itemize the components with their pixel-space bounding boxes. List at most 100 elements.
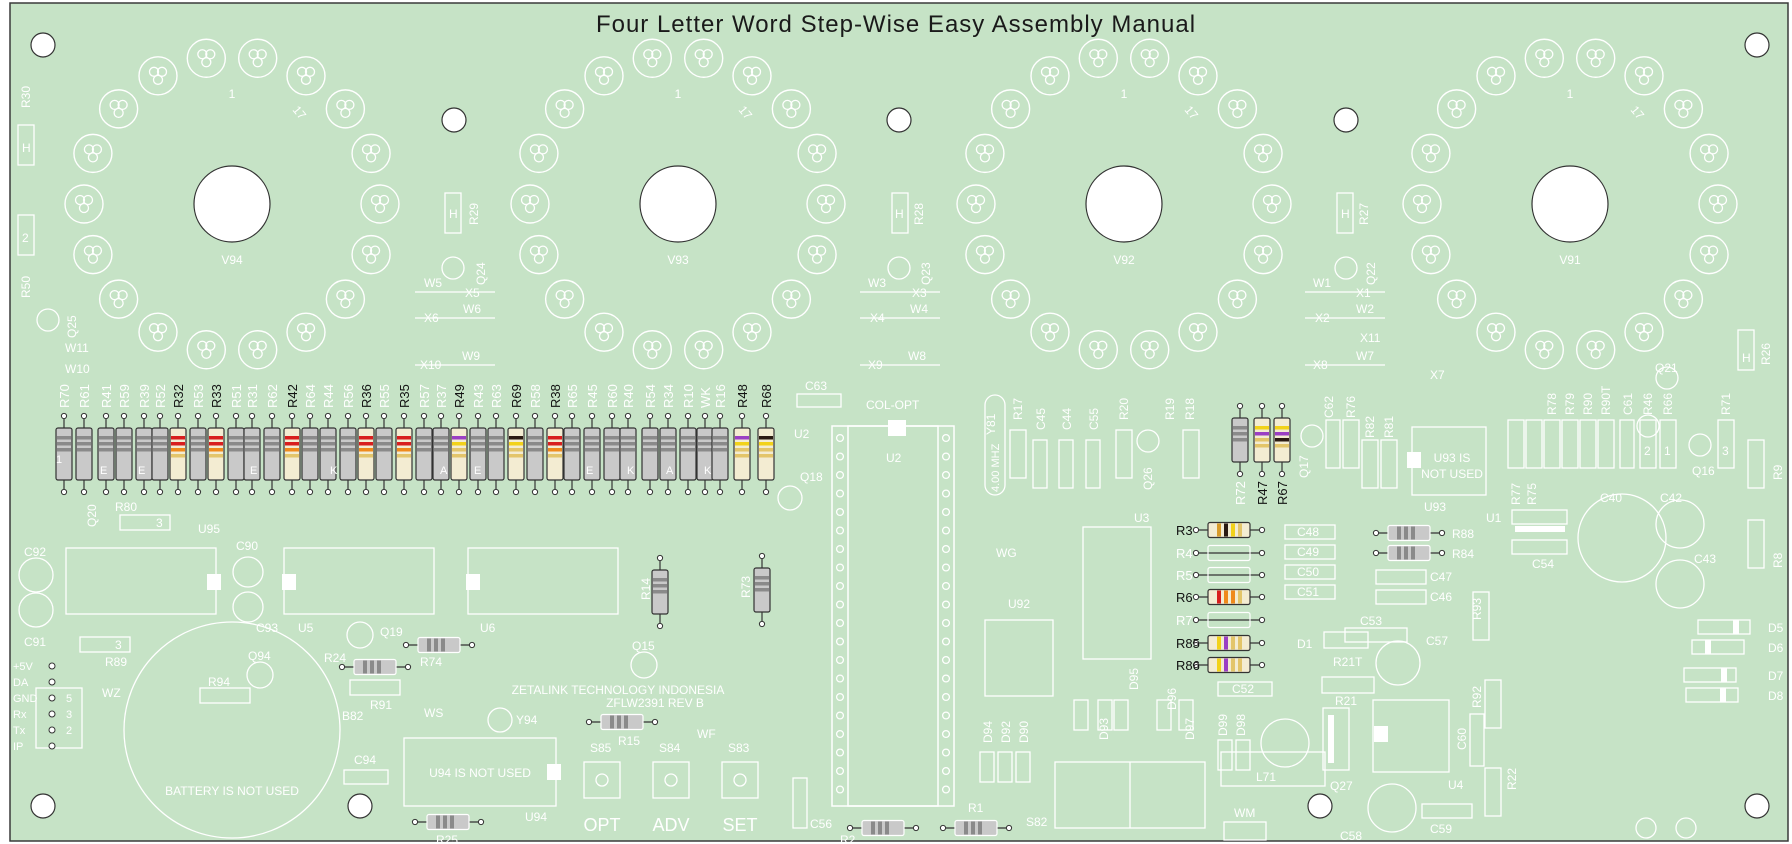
resistor-pad xyxy=(1258,616,1266,624)
tube-pin xyxy=(98,279,139,319)
resistor-r14 xyxy=(651,554,669,630)
ic-u2-pin xyxy=(941,785,951,794)
label-u3: U3 xyxy=(1134,511,1150,525)
resistor-body xyxy=(1207,588,1251,606)
tube-pin-hole xyxy=(746,74,758,85)
resistor-band xyxy=(77,448,91,452)
tube-pin xyxy=(286,56,326,96)
label-c92: C92 xyxy=(24,545,46,559)
tube-driver-labels: R30 R50 H 2 Q25 W11 W10 R29 H Q24 W5 X5 … xyxy=(19,86,1773,382)
label-d99: D99 xyxy=(1216,714,1230,736)
resistor-band xyxy=(153,448,167,452)
tube-pin xyxy=(1243,133,1283,174)
tube-pin-hole xyxy=(1674,99,1685,111)
tube-pin xyxy=(360,184,400,224)
label-r29: R29 xyxy=(467,203,481,225)
label-r61: R61 xyxy=(77,384,92,408)
tube-pin xyxy=(797,133,837,174)
resistor-band xyxy=(370,660,374,674)
resistor-r47 xyxy=(1253,402,1271,478)
tube-pin-ring xyxy=(1217,279,1258,319)
tube-pin-hole xyxy=(1228,99,1239,111)
ic-u2-pin xyxy=(835,637,845,646)
resistor-pad xyxy=(362,488,370,496)
tube-pin-hole xyxy=(698,57,709,68)
resistor-r55 xyxy=(375,412,393,496)
mounting-hole xyxy=(1744,32,1770,58)
tube-pin-hole xyxy=(1638,331,1650,342)
tube-pin-hole xyxy=(750,66,762,77)
tube-pin xyxy=(73,133,113,174)
tube-pin-ring xyxy=(1078,330,1119,370)
label-y81: Y81 xyxy=(984,413,998,435)
tube-pin-ring xyxy=(237,38,278,78)
label-c59: C59 xyxy=(1430,822,1452,836)
label-l71: L71 xyxy=(1256,770,1276,784)
resistor-band xyxy=(417,442,431,446)
tube-pin-hole xyxy=(1257,152,1269,163)
label-r94: R94 xyxy=(208,675,230,689)
tube-pin-ring xyxy=(544,279,585,319)
label-r64: R64 xyxy=(303,384,318,408)
resistor-pad xyxy=(380,488,388,496)
tube-pin xyxy=(1129,38,1170,78)
resistor-band xyxy=(509,442,523,446)
resistor-body xyxy=(432,427,450,481)
resistor-r31 xyxy=(243,412,261,496)
tube-pin-hole xyxy=(782,99,793,111)
resistor-band xyxy=(397,442,411,446)
tube-pin-ring xyxy=(1524,38,1565,78)
tube-pin-ring xyxy=(1689,234,1729,275)
tube-pin-hole xyxy=(304,323,316,334)
tube-pin-hole xyxy=(1140,340,1151,351)
resistor-band xyxy=(265,442,279,446)
tube-pin-hole xyxy=(1638,74,1650,85)
resistor-outline xyxy=(199,687,251,704)
tube-pin-hole xyxy=(528,194,540,206)
mounting-hole xyxy=(1307,793,1333,819)
left-resistors xyxy=(338,524,1446,837)
tube-pin xyxy=(1078,330,1119,370)
resistor-band xyxy=(964,821,968,835)
resistor-pad xyxy=(420,488,428,496)
label-r25: R25 xyxy=(436,833,458,844)
label-u1: U1 xyxy=(1486,511,1502,525)
resistor-r62 xyxy=(263,412,281,496)
label-r72: R72 xyxy=(1233,481,1248,505)
label-c90: C90 xyxy=(236,539,258,553)
resistor-r61 xyxy=(75,412,93,496)
tube-pin-hole xyxy=(1494,66,1506,77)
resistor-pad xyxy=(531,412,539,420)
resistor-pad xyxy=(1438,529,1446,537)
resistor-pad xyxy=(344,412,352,420)
capacitor-outline xyxy=(1325,419,1341,469)
resistor-band xyxy=(1238,658,1242,672)
resistor-pad xyxy=(268,412,276,420)
resistor-pad xyxy=(568,488,576,496)
resistor-row-letter: 1 xyxy=(56,454,62,466)
ic-u2-pin xyxy=(835,618,845,628)
resistor-band xyxy=(885,821,889,835)
resistor-outline xyxy=(1361,439,1379,489)
label-u94: U94 xyxy=(525,810,547,824)
resistor-band xyxy=(509,448,523,452)
resistor-band xyxy=(585,448,599,452)
tube-pin-hole xyxy=(979,152,991,163)
resistor-band xyxy=(871,821,875,835)
header-pin-label: GND xyxy=(13,693,38,705)
resistor-outline xyxy=(349,679,401,696)
label-r39: R39 xyxy=(137,384,152,408)
tube-pin-hole xyxy=(304,66,316,77)
tube-pin-ring xyxy=(1663,279,1704,319)
tube-pin-ring xyxy=(771,89,812,129)
resistor-pad xyxy=(102,412,110,420)
resistor-band xyxy=(681,442,695,446)
resistor-body xyxy=(487,427,505,481)
label-q21: Q21 xyxy=(1655,361,1678,375)
label-w10: W10 xyxy=(65,362,90,376)
resistor-pad xyxy=(1258,661,1266,669)
tube-pin xyxy=(683,38,724,78)
resistor-pad xyxy=(140,488,148,496)
label-c49: C49 xyxy=(1297,545,1319,559)
resistor-r72 xyxy=(1231,402,1249,478)
